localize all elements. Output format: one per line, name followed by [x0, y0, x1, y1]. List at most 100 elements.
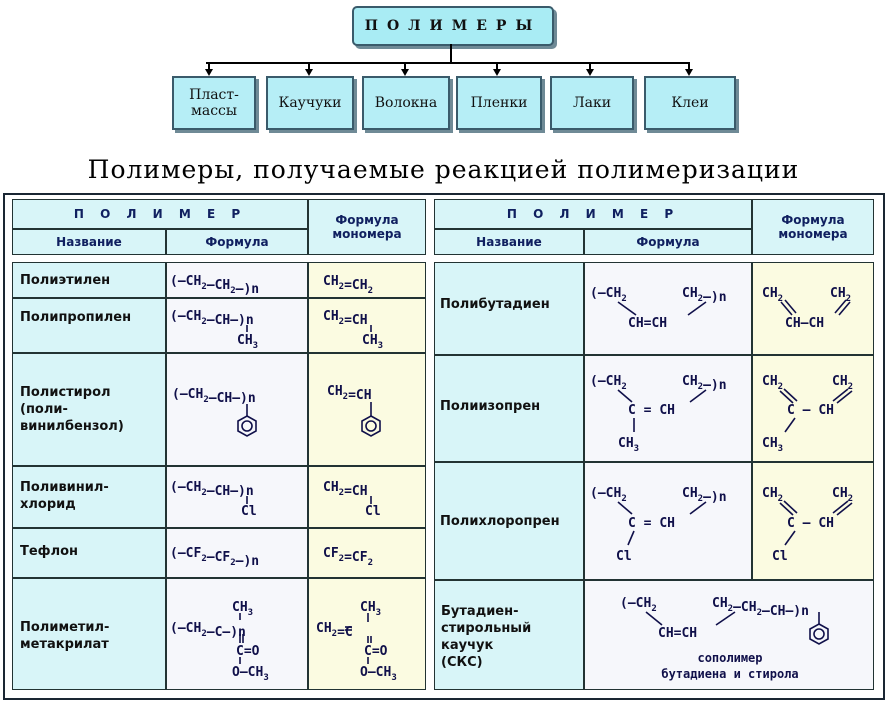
methyl-group: CH3: [362, 333, 383, 351]
styrene-monomer: CH2=CH: [327, 384, 372, 403]
monomer-header-label: мономера: [778, 227, 848, 241]
carbonyl-group: C=O: [364, 644, 388, 659]
benzene-ring-icon: [365, 420, 377, 432]
table-row-formula: [166, 353, 308, 466]
table-row-formula-wide: [584, 580, 874, 690]
table-row-monomer: [308, 353, 426, 466]
category-label: Пласт-: [189, 87, 239, 103]
table-row-monomer: [308, 578, 426, 690]
polybutadiene-formula: CH=CH: [628, 316, 667, 331]
chlorine-atom: Cl: [365, 504, 381, 519]
tree-branch: [496, 62, 498, 70]
monomer-header-label: Формула: [781, 213, 845, 227]
polyisoprene-formula: CH2–)n: [682, 374, 727, 393]
polymer-header-label: П О Л И М Е Р: [73, 207, 247, 221]
right-polymer-header: П О Л И М Е Р: [434, 199, 752, 229]
polymer-header-label: П О Л И М Е Р: [506, 207, 680, 221]
polymer-name: Полибутадиен: [440, 297, 550, 312]
caption-line: бутадиена и стирола: [661, 667, 799, 681]
chloroprene-monomer: CH2: [832, 486, 853, 504]
propylene-monomer: CH2=CH: [323, 309, 368, 328]
table-row-formula: [584, 355, 752, 462]
category-films: Пленки: [456, 76, 542, 130]
methyl-group: CH3: [762, 436, 783, 454]
polymer-name: Полистирол: [20, 385, 111, 400]
polymer-name: метакрилат: [20, 637, 109, 652]
polychloroprene-formula: (–CH2: [590, 486, 627, 504]
teflon-formula: (–CF2–CF2–)n: [170, 546, 259, 569]
polymer-name: винилбензол): [20, 419, 124, 434]
table-row-formula: [166, 578, 308, 690]
methyl-group: CH3: [360, 600, 381, 618]
benzene-ring-icon: [361, 415, 381, 437]
category-glues: Клеи: [644, 76, 736, 130]
formula-header-label: Формула: [205, 235, 269, 249]
arrow-icon: [205, 69, 213, 76]
chloroprene-monomer: C – CH: [787, 516, 834, 531]
polymer-name: Тефлон: [20, 544, 79, 559]
table-row-name: Поливинил-хлорид: [12, 466, 166, 528]
butadiene-monomer: CH2: [762, 286, 783, 304]
left-monomer-header: Формула мономера: [308, 199, 426, 255]
benzene-ring-icon: [241, 420, 253, 432]
methyl-group: CH3: [232, 600, 253, 618]
table-row-name: Полибутадиен: [434, 262, 584, 355]
polymer-name: Бутадиен-: [441, 604, 519, 619]
page-title: Полимеры, получаемые реакцией полимериза…: [87, 155, 800, 184]
arrow-icon: [305, 69, 313, 76]
category-varnishes: Лаки: [550, 76, 634, 130]
isoprene-monomer: C – CH: [787, 403, 834, 418]
category-rubbers: Каучуки: [266, 76, 354, 130]
tree-hbar: [206, 62, 690, 64]
polymer-name: Полиэтилен: [20, 273, 111, 288]
isoprene-monomer: CH2: [832, 374, 853, 392]
caption-line: сополимер: [697, 651, 763, 665]
tree-branch: [688, 62, 690, 70]
carbonyl-group: C=O: [236, 644, 260, 659]
table-row-name: Тефлон: [12, 528, 166, 578]
butadiene-monomer: CH2: [830, 286, 851, 304]
sks-formula: CH2–CH2–CH–)n: [712, 596, 809, 619]
table-row-name: Полистирол(поли-винилбензол): [12, 353, 166, 466]
tree-branch: [308, 62, 310, 70]
right-name-header: Название: [434, 229, 584, 255]
methyl-group: CH3: [237, 333, 258, 351]
chlorine-atom: Cl: [616, 549, 632, 564]
polychloroprene-formula: CH2–)n: [682, 486, 727, 505]
right-monomer-header: Формула мономера: [752, 199, 874, 255]
table-row-monomer: [752, 355, 874, 462]
table-row-name: Полиметил-метакрилат: [12, 578, 166, 690]
arrow-icon: [586, 69, 594, 76]
polystyrene-formula: (–CH2–CH–)n: [172, 387, 256, 406]
benzene-ring-icon: [237, 415, 257, 437]
table-row-name: Полиэтилен: [12, 262, 166, 298]
name-header-label: Название: [56, 235, 122, 249]
arrow-icon: [401, 69, 409, 76]
polyisoprene-formula: C = CH: [628, 403, 675, 418]
polymer-name: Полиизопрен: [440, 399, 541, 414]
category-label: массы: [190, 103, 238, 119]
chloroprene-monomer: CH2: [762, 486, 783, 504]
sks-formula: CH=CH: [658, 626, 697, 641]
table-row-monomer: [308, 298, 426, 353]
polymer-name: стирольный: [441, 621, 532, 636]
table-row-formula: [166, 466, 308, 528]
polymer-name: (СКС): [441, 655, 483, 670]
tetrafluoroethylene-monomer: CF2=CF2: [323, 546, 373, 568]
table-row-formula: [584, 262, 752, 355]
methyl-group: CH3: [618, 436, 639, 454]
polymers-root-box: ПОЛИМЕРЫ: [352, 6, 554, 46]
table-row-formula: [166, 298, 308, 353]
polymer-name: Поливинил-: [20, 480, 109, 495]
table-row-monomer: [752, 262, 874, 355]
tree-branch: [208, 62, 210, 70]
polybutadiene-formula: CH2–)n: [682, 286, 727, 305]
benzene-ring-icon: [809, 623, 829, 645]
category-label: Волокна: [374, 95, 438, 111]
sks-formula: (–CH2: [620, 596, 657, 614]
left-formula-header: Формула: [166, 229, 308, 255]
table-row-monomer: [308, 262, 426, 298]
polyisoprene-formula: (–CH2: [590, 374, 627, 392]
